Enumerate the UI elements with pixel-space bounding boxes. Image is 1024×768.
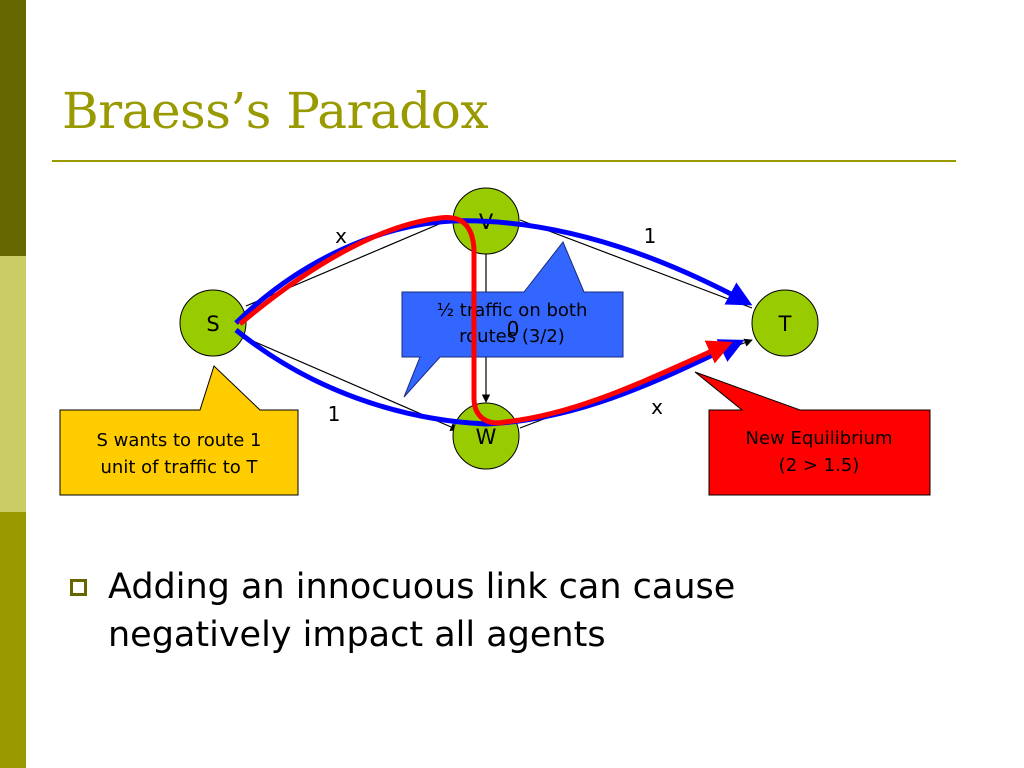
- edge-cost-s-w: 1: [328, 402, 341, 426]
- blue-flow-top: [234, 218, 753, 325]
- node-label-t: T: [778, 312, 792, 336]
- edge-cost-s-v: x: [335, 224, 347, 248]
- sidebar-segment-light: [0, 256, 26, 512]
- slide-title: Braess’s Paradox: [62, 82, 489, 140]
- blue-flow-bottom: [234, 328, 745, 427]
- callout-route-info-line2: unit of traffic to T: [101, 457, 259, 478]
- node-s: S: [179, 289, 247, 357]
- callout-route-info-line1: S wants to route 1: [97, 430, 262, 451]
- node-label-w: W: [476, 425, 497, 449]
- callout-new-equilibrium: New Equilibrium (2 > 1.5): [694, 371, 931, 496]
- sidebar-decoration: [0, 0, 26, 768]
- edge-v-t: [519, 219, 753, 309]
- sidebar-segment-medium: [0, 512, 26, 768]
- node-t: T: [751, 289, 819, 357]
- square-bullet-icon: [70, 579, 87, 596]
- callout-route-info: S wants to route 1 unit of traffic to T: [59, 365, 299, 496]
- bullet-text: Adding an innocuous link can cause negat…: [108, 567, 736, 655]
- node-label-s: S: [206, 312, 219, 336]
- callout-half-traffic-line2: routes (3/2): [459, 326, 565, 347]
- edge-cost-v-t: 1: [644, 224, 657, 248]
- callout-new-equilibrium-line1: New Equilibrium: [746, 428, 893, 449]
- flow-paths-blue: [234, 218, 753, 427]
- edge-cost-v-w: 0: [507, 317, 520, 341]
- title-divider: [52, 160, 956, 162]
- sidebar-segment-dark: [0, 0, 26, 256]
- node-w: W: [452, 402, 520, 470]
- callout-new-equilibrium-line2: (2 > 1.5): [779, 455, 860, 476]
- red-flow-new-path: [238, 215, 733, 426]
- edge-cost-w-t: x: [651, 395, 663, 419]
